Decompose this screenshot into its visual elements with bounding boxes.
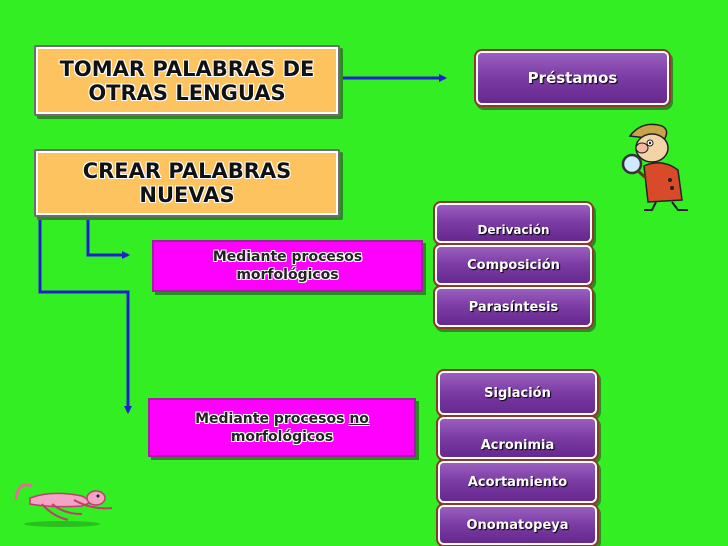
derivacion-button[interactable]: Derivación — [437, 205, 590, 241]
borrow-words-box: TOMAR PALABRAS DE OTRAS LENGUAS — [34, 45, 340, 116]
prestamos-button[interactable]: Préstamos — [478, 53, 667, 103]
composicion-button[interactable]: Composición — [437, 247, 590, 283]
create-words-box: CREAR PALABRAS NUEVAS — [34, 149, 340, 217]
arrow-to-nonmorph — [38, 216, 132, 414]
onomatopeya-button[interactable]: Onomatopeya — [440, 507, 595, 543]
borrow-line-1: TOMAR PALABRAS DE — [59, 56, 315, 81]
nonmorph-emphasis: no — [349, 410, 369, 427]
siglacion-button[interactable]: Siglación — [440, 373, 595, 413]
pink-panther-cartoon-icon — [14, 483, 113, 527]
morph-line-1: Mediante procesos — [212, 249, 363, 265]
acortamiento-button[interactable]: Acortamiento — [440, 463, 595, 501]
arrow-to-morph — [86, 216, 130, 259]
create-line-1: CREAR PALABRAS — [82, 159, 292, 183]
create-line-2: NUEVAS — [139, 183, 235, 207]
parasintesis-button[interactable]: Parasíntesis — [437, 289, 590, 325]
nonmorph-line-1: Mediante procesos no — [195, 410, 369, 427]
non-morphological-processes-box: Mediante procesos no morfológicos — [148, 398, 416, 457]
borrow-line-2: OTRAS LENGUAS — [88, 80, 286, 105]
morph-line-2: morfológicos — [236, 267, 339, 283]
nonmorph-line-2: morfológicos — [230, 428, 334, 445]
acronimia-button[interactable]: Acronimia — [440, 419, 595, 457]
morphological-processes-box: Mediante procesos morfológicos — [152, 240, 423, 292]
detective-cartoon-icon — [621, 123, 688, 211]
